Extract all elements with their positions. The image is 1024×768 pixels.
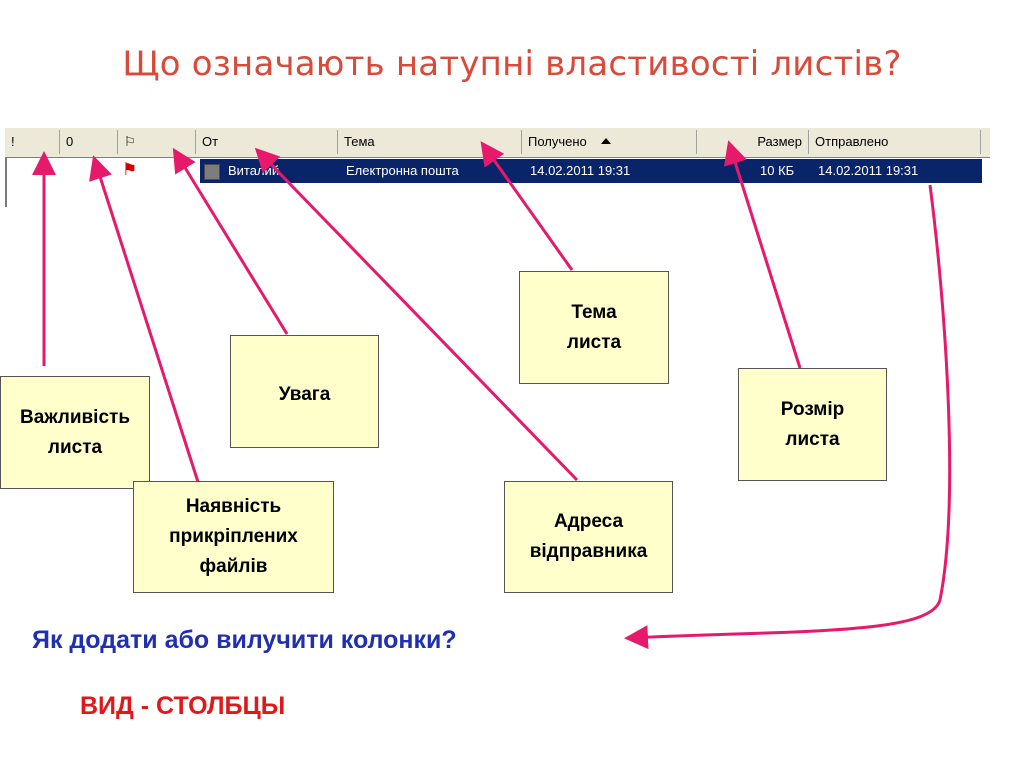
arrow-subject [480, 141, 574, 271]
column-header-sent[interactable]: Отправлено [809, 130, 981, 154]
answer-text: ВИД - СТОЛБЦЫ [80, 692, 286, 720]
list-border [5, 127, 7, 207]
arrow-attachment [89, 155, 200, 483]
row-received: 14.02.2011 19:31 [530, 163, 631, 178]
callout-attachments: Наявність прикріплених файлів [133, 481, 334, 593]
arrow-sender [254, 147, 579, 482]
red-flag-icon[interactable]: ⚑ [122, 160, 138, 179]
paperclip-icon: 0 [66, 134, 74, 149]
callout-sender: Адреса відправника [504, 481, 673, 593]
row-subject: Електронна пошта [346, 163, 459, 178]
question-text: Як додати або вилучити колонки? [32, 626, 457, 654]
arrow-columns [624, 184, 952, 650]
column-header-attachment[interactable]: 0 [60, 130, 118, 154]
arrow-size [723, 140, 802, 369]
flag-icon: ⚐ [124, 134, 136, 149]
callout-attention: Увага [230, 335, 379, 448]
column-header-received[interactable]: Получено [522, 130, 697, 154]
arrow-flag [172, 147, 289, 335]
column-header-size[interactable]: Размер [697, 130, 809, 154]
column-header-flag[interactable]: ⚐ [118, 130, 196, 154]
callout-size: Розмір листа [738, 368, 887, 481]
callout-importance: Важливість листа [0, 376, 150, 489]
mail-row[interactable]: Виталий Електронна пошта 14.02.2011 19:3… [200, 159, 982, 183]
slide-title: Що означають натупні властивості листів? [122, 44, 902, 84]
column-header-importance[interactable]: ! [5, 130, 60, 154]
envelope-icon [204, 164, 220, 180]
row-sent: 14.02.2011 19:31 [818, 163, 919, 178]
callout-subject: Тема листа [519, 271, 669, 384]
sort-ascending-icon [600, 138, 611, 144]
column-header-from[interactable]: От [196, 130, 338, 154]
row-size: 10 КБ [760, 163, 795, 178]
